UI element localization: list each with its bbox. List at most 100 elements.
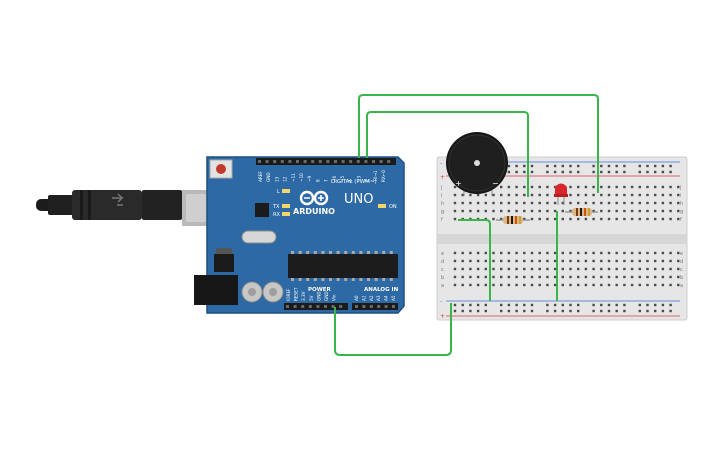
breadboard-hole[interactable] [592,303,595,307]
breadboard-hole[interactable] [646,209,649,213]
breadboard-hole[interactable] [638,193,641,197]
breadboard-hole[interactable] [577,201,580,205]
breadboard-hole[interactable] [453,275,457,279]
breadboard-hole[interactable] [646,164,649,168]
breadboard-hole[interactable] [523,309,526,313]
breadboard-hole[interactable] [677,259,680,263]
header-pin[interactable] [341,160,345,163]
breadboard-hole[interactable] [553,303,557,307]
breadboard-hole[interactable] [530,193,534,197]
breadboard-hole[interactable] [507,267,511,271]
breadboard-hole[interactable] [546,283,549,287]
breadboard-hole[interactable] [584,267,588,271]
header-pin[interactable] [308,305,312,308]
breadboard-hole[interactable] [638,164,641,168]
breadboard-hole[interactable] [607,193,611,197]
breadboard-hole[interactable] [646,275,649,279]
breadboard-hole[interactable] [600,164,603,168]
breadboard-hole[interactable] [461,283,464,287]
breadboard-hole[interactable] [677,193,680,197]
breadboard-hole[interactable] [669,267,672,271]
breadboard-hole[interactable] [523,185,526,189]
breadboard-hole[interactable] [569,275,572,279]
breadboard-hole[interactable] [484,303,487,307]
breadboard-hole[interactable] [661,193,665,197]
header-pin[interactable] [334,160,337,163]
breadboard-hole[interactable] [469,283,472,287]
breadboard-hole[interactable] [453,193,457,197]
breadboard-hole[interactable] [507,164,511,168]
breadboard-hole[interactable] [615,217,618,221]
breadboard-hole[interactable] [530,275,534,279]
breadboard-hole[interactable] [630,283,634,287]
breadboard-hole[interactable] [492,275,495,279]
breadboard-hole[interactable] [669,164,672,168]
breadboard-hole[interactable] [638,303,641,307]
breadboard-hole[interactable] [538,185,541,189]
header-pin[interactable] [356,160,360,163]
breadboard-hole[interactable] [569,267,572,271]
breadboard-hole[interactable] [492,267,495,271]
breadboard-hole[interactable] [561,170,564,174]
breadboard-hole[interactable] [523,209,526,213]
header-pin[interactable] [331,305,335,308]
breadboard-hole[interactable] [623,303,626,307]
breadboard-hole[interactable] [654,275,657,279]
breadboard-hole[interactable] [623,267,626,271]
breadboard-hole[interactable] [484,283,487,287]
breadboard-hole[interactable] [484,275,487,279]
breadboard-hole[interactable] [515,209,518,213]
breadboard-hole[interactable] [515,201,518,205]
breadboard-hole[interactable] [453,259,457,263]
breadboard-hole[interactable] [546,209,549,213]
breadboard-hole[interactable] [569,217,572,221]
breadboard-hole[interactable] [630,259,634,263]
breadboard-hole[interactable] [476,209,480,213]
breadboard-hole[interactable] [530,170,534,174]
breadboard-hole[interactable] [646,267,649,271]
breadboard-hole[interactable] [654,217,657,221]
breadboard-hole[interactable] [553,164,557,168]
breadboard-hole[interactable] [677,267,680,271]
breadboard-hole[interactable] [661,201,665,205]
breadboard-hole[interactable] [592,283,595,287]
header-pin[interactable] [265,160,269,163]
breadboard-hole[interactable] [607,170,611,174]
breadboard-hole[interactable] [553,201,557,205]
breadboard-hole[interactable] [669,217,672,221]
breadboard-hole[interactable] [615,267,618,271]
breadboard-hole[interactable] [561,217,564,221]
breadboard-hole[interactable] [669,275,672,279]
breadboard-hole[interactable] [461,209,464,213]
breadboard-hole[interactable] [638,309,641,313]
breadboard-hole[interactable] [638,217,641,221]
breadboard-hole[interactable] [507,309,511,313]
breadboard-hole[interactable] [507,170,511,174]
breadboard-hole[interactable] [523,283,526,287]
breadboard-hole[interactable] [523,251,526,255]
breadboard-hole[interactable] [623,185,626,189]
header-pin[interactable] [258,160,261,163]
breadboard-hole[interactable] [615,275,618,279]
breadboard-hole[interactable] [638,170,641,174]
breadboard-hole[interactable] [646,185,649,189]
breadboard-hole[interactable] [669,251,672,255]
breadboard-hole[interactable] [476,193,480,197]
breadboard-hole[interactable] [615,259,618,263]
breadboard-hole[interactable] [623,209,626,213]
breadboard-hole[interactable] [476,251,480,255]
breadboard-hole[interactable] [646,303,649,307]
breadboard-hole[interactable] [600,201,603,205]
breadboard-hole[interactable] [661,185,665,189]
breadboard-hole[interactable] [677,283,680,287]
breadboard-hole[interactable] [546,170,549,174]
breadboard-hole[interactable] [654,283,657,287]
reset-button[interactable] [209,159,233,179]
breadboard-hole[interactable] [592,185,595,189]
breadboard-hole[interactable] [523,259,526,263]
wire-pin-buzzer[interactable] [358,94,599,193]
breadboard-hole[interactable] [546,185,549,189]
breadboard-hole[interactable] [530,283,534,287]
breadboard-hole[interactable] [507,303,511,307]
